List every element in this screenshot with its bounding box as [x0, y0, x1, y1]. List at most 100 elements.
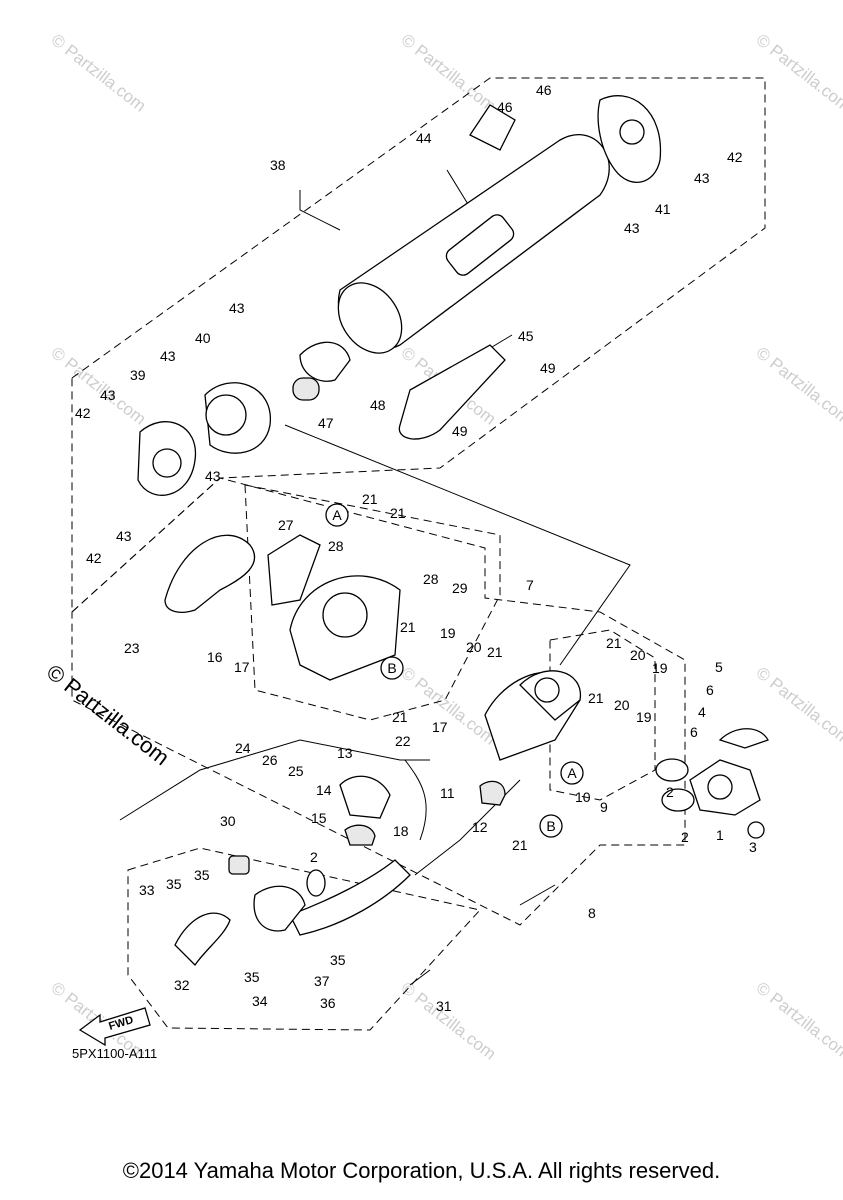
callout-19[interactable]: 19: [652, 660, 668, 676]
callout-34[interactable]: 34: [252, 993, 268, 1009]
callout-21[interactable]: 21: [390, 505, 406, 521]
callout-42[interactable]: 42: [75, 405, 91, 421]
callout-43[interactable]: 43: [160, 348, 176, 364]
callout-40[interactable]: 40: [195, 330, 211, 346]
callout-15[interactable]: 15: [311, 810, 327, 826]
watermarks: © Partzilla.com © Partzilla.com © Partzi…: [48, 30, 843, 1064]
callout-42[interactable]: 42: [86, 550, 102, 566]
ref-letter: B: [546, 818, 555, 834]
callout-43[interactable]: 43: [205, 468, 221, 484]
exhaust-pipe-assembly: [174, 775, 506, 967]
callout-6[interactable]: 6: [706, 682, 714, 698]
callout-49[interactable]: 49: [452, 423, 468, 439]
callout-44[interactable]: 44: [416, 130, 432, 146]
callout-25[interactable]: 25: [288, 763, 304, 779]
callout-43[interactable]: 43: [116, 528, 132, 544]
callout-14[interactable]: 14: [316, 782, 332, 798]
watermark: © Partzilla.com: [753, 30, 843, 116]
callout-35[interactable]: 35: [330, 952, 346, 968]
callout-13[interactable]: 13: [337, 745, 353, 761]
watermark-large: © Partzilla.com: [42, 659, 174, 770]
callout-33[interactable]: 33: [139, 882, 155, 898]
diagram-code: 5PX1100-A111: [72, 1046, 157, 1061]
callout-46[interactable]: 46: [536, 82, 552, 98]
callout-8[interactable]: 8: [588, 905, 596, 921]
callout-23[interactable]: 23: [124, 640, 140, 656]
callout-21[interactable]: 21: [588, 690, 604, 706]
callout-43[interactable]: 43: [694, 170, 710, 186]
watermark: © Partzilla.com: [753, 343, 843, 429]
forward-arrow: FWD: [78, 1007, 151, 1047]
callout-2[interactable]: 2: [666, 784, 674, 800]
callout-37[interactable]: 37: [314, 973, 330, 989]
callout-30[interactable]: 30: [220, 813, 236, 829]
callout-20[interactable]: 20: [466, 639, 482, 655]
callout-41[interactable]: 41: [655, 201, 671, 217]
callout-39[interactable]: 39: [130, 367, 146, 383]
ref-circle-a: [325, 503, 349, 527]
ref-circle-b: [380, 656, 404, 680]
ref-letter: A: [567, 765, 577, 781]
callout-9[interactable]: 9: [600, 799, 608, 815]
callout-43[interactable]: 43: [624, 220, 640, 236]
callout-21[interactable]: 21: [400, 619, 416, 635]
callout-42[interactable]: 42: [727, 149, 743, 165]
callout-35[interactable]: 35: [244, 969, 260, 985]
callout-36[interactable]: 36: [320, 995, 336, 1011]
callout-20[interactable]: 20: [630, 647, 646, 663]
group-boundaries: [71, 77, 766, 1031]
callout-1[interactable]: 1: [716, 827, 724, 843]
callout-26[interactable]: 26: [262, 752, 278, 768]
callout-2[interactable]: 2: [310, 849, 318, 865]
callout-28[interactable]: 28: [328, 538, 344, 554]
callout-35[interactable]: 35: [166, 876, 182, 892]
callout-18[interactable]: 18: [393, 823, 409, 839]
callout-19[interactable]: 19: [636, 709, 652, 725]
callout-6[interactable]: 6: [690, 724, 698, 740]
callout-35[interactable]: 35: [194, 867, 210, 883]
callout-43[interactable]: 43: [100, 387, 116, 403]
callout-11[interactable]: 11: [440, 785, 455, 801]
ref-letter: B: [387, 660, 396, 676]
callout-5[interactable]: 5: [715, 659, 723, 675]
callout-10[interactable]: 10: [575, 789, 591, 805]
callout-28[interactable]: 28: [423, 571, 439, 587]
ref-circle-b: [539, 814, 563, 838]
watermark: © Partzilla.com: [398, 30, 500, 116]
callout-2[interactable]: 2: [681, 829, 689, 845]
callout-32[interactable]: 32: [174, 977, 190, 993]
callout-12[interactable]: 12: [472, 819, 488, 835]
reference-markers: A B A B: [325, 503, 584, 838]
callout-46[interactable]: 46: [497, 99, 513, 115]
callout-48[interactable]: 48: [370, 397, 386, 413]
muffler-assembly: [137, 95, 662, 496]
callout-31[interactable]: 31: [436, 998, 452, 1014]
callout-45[interactable]: 45: [518, 328, 534, 344]
callout-4[interactable]: 4: [698, 704, 706, 720]
ref-circle-a: [560, 761, 584, 785]
callout-21[interactable]: 21: [392, 709, 408, 725]
callout-47[interactable]: 47: [318, 415, 334, 431]
ref-letter: A: [332, 507, 342, 523]
callout-7[interactable]: 7: [526, 577, 534, 593]
callout-27[interactable]: 27: [278, 517, 294, 533]
callout-21[interactable]: 21: [512, 837, 528, 853]
callout-49[interactable]: 49: [540, 360, 556, 376]
callout-16[interactable]: 16: [207, 649, 223, 665]
callout-3[interactable]: 3: [749, 839, 757, 855]
watermark: © Partzilla.com: [48, 343, 150, 429]
callout-38[interactable]: 38: [270, 157, 286, 173]
callout-43[interactable]: 43: [229, 300, 245, 316]
callout-17[interactable]: 17: [234, 659, 250, 675]
callout-19[interactable]: 19: [440, 625, 456, 641]
callout-21[interactable]: 21: [606, 635, 622, 651]
callout-17[interactable]: 17: [432, 719, 448, 735]
watermark: © Partzilla.com: [48, 30, 150, 116]
callout-24[interactable]: 24: [235, 740, 251, 756]
callout-29[interactable]: 29: [452, 580, 468, 596]
callout-21[interactable]: 21: [487, 644, 503, 660]
callout-22[interactable]: 22: [395, 733, 411, 749]
callout-20[interactable]: 20: [614, 697, 630, 713]
callout-21[interactable]: 21: [362, 491, 378, 507]
